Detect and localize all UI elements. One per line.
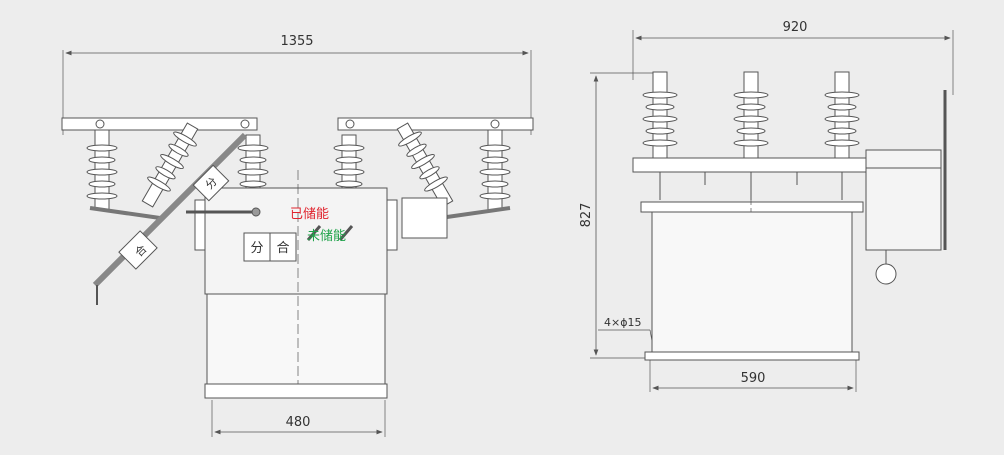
base-plate (204, 383, 388, 399)
side-view-labels: 920 827 590 4×ϕ15 (579, 20, 807, 386)
dim-label-480: 480 (286, 415, 311, 430)
indicator-close-label: 合 (276, 241, 289, 256)
uncharged-status-label: 未储能 (307, 229, 346, 244)
insulator-slanted-left (141, 122, 199, 208)
front-view (61, 50, 534, 437)
mechanism-box (865, 149, 942, 251)
dim-label-590: 590 (741, 371, 766, 386)
insulator-front-1 (86, 129, 118, 211)
insulator-front-4 (479, 129, 511, 211)
indicator-open-label: 分 (250, 241, 263, 256)
side-base-plate (644, 351, 860, 361)
operating-lever (92, 132, 248, 288)
dim-label-mount-holes: 4×ϕ15 (604, 316, 641, 329)
left-crossbar (61, 117, 258, 131)
insulator-slanted-right (396, 122, 454, 208)
handwheel (875, 263, 897, 285)
side-support-frame (651, 211, 853, 353)
insulator-side-2 (733, 71, 769, 163)
charged-status-label: 已储能 (290, 207, 329, 222)
support-frame (206, 293, 386, 385)
dim-label-1355: 1355 (280, 34, 313, 49)
insulator-front-3 (333, 134, 365, 196)
dim-label-827: 827 (579, 203, 594, 228)
insulator-side-3 (824, 71, 860, 163)
insulator-side-1 (642, 71, 678, 163)
side-view (590, 30, 954, 392)
dim-label-920: 920 (783, 20, 808, 35)
insulator-front-2 (237, 134, 269, 196)
side-crossbeam (632, 157, 867, 173)
right-crossbar (337, 117, 534, 131)
